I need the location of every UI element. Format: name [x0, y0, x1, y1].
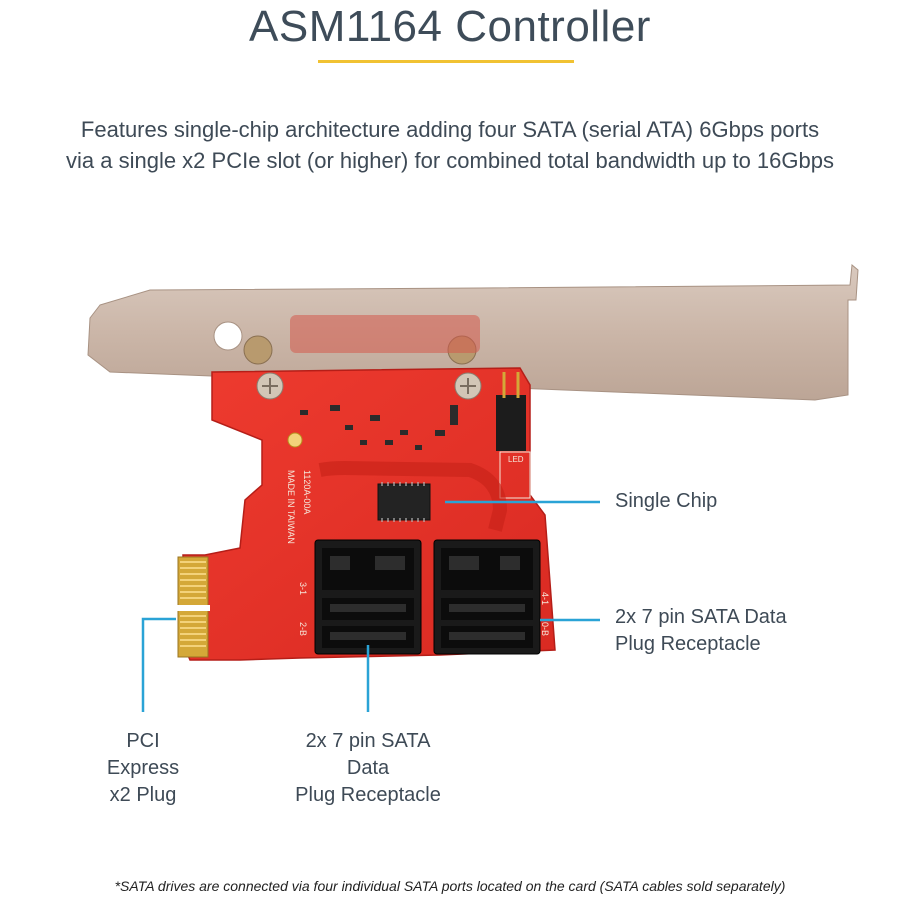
subtitle-line-1: Features single-chip architecture adding…	[80, 117, 820, 142]
callout-line-pci	[141, 617, 176, 712]
led-label: LED	[508, 455, 524, 464]
callout-sata-bottom-line-2: Plug Receptacle	[295, 784, 441, 806]
callout-pci-express: PCI Express x2 Plug	[92, 728, 194, 809]
pcie-edge-connector	[176, 556, 210, 658]
title-underline	[318, 60, 574, 63]
port-label-d: 0-B	[540, 622, 550, 636]
callout-sata-right-line-1: 2x 7 pin SATA Data	[615, 606, 787, 628]
callout-pci-line-1: PCI Express	[106, 730, 180, 779]
page-title: ASM1164 Controller	[249, 2, 651, 51]
model-label: 1120A-00A	[302, 470, 312, 514]
callout-sata-bottom: 2x 7 pin SATA Data Plug Receptacle	[283, 728, 453, 809]
callout-sata-bottom-line-1: 2x 7 pin SATA Data	[305, 730, 431, 779]
made-in-label: MADE IN TAIWAN	[286, 470, 296, 544]
callout-sata-right-line-2: Plug Receptacle	[615, 633, 761, 655]
pcb-board: LED MADE IN TAIWAN 1120A-00A 3-1 2-B	[176, 367, 556, 661]
callout-single-chip-text: Single Chip	[615, 490, 718, 512]
callout-lines	[141, 500, 600, 712]
footnote: *SATA drives are connected via four indi…	[114, 878, 786, 894]
callout-single-chip: Single Chip	[615, 488, 717, 515]
sata-ports-right	[433, 539, 541, 655]
port-label-c: 4-1	[540, 592, 550, 605]
subtitle: Features single-chip architecture adding…	[0, 114, 900, 176]
controller-chip	[377, 483, 431, 521]
pci-bracket	[87, 264, 859, 401]
led-pin-header	[496, 372, 526, 451]
port-label-a: 3-1	[298, 582, 308, 595]
sata-ports-left	[314, 539, 422, 655]
callout-pci-line-2: x2 Plug	[109, 784, 177, 806]
board-via	[287, 432, 303, 448]
port-label-b: 2-B	[298, 622, 308, 636]
bracket-standoff-left	[243, 335, 273, 365]
subtitle-line-2: via a single x2 PCIe slot (or higher) fo…	[66, 148, 834, 173]
callout-sata-right: 2x 7 pin SATA Data Plug Receptacle	[615, 604, 787, 658]
bracket-reflection	[290, 315, 480, 353]
bracket-hole	[213, 321, 243, 351]
